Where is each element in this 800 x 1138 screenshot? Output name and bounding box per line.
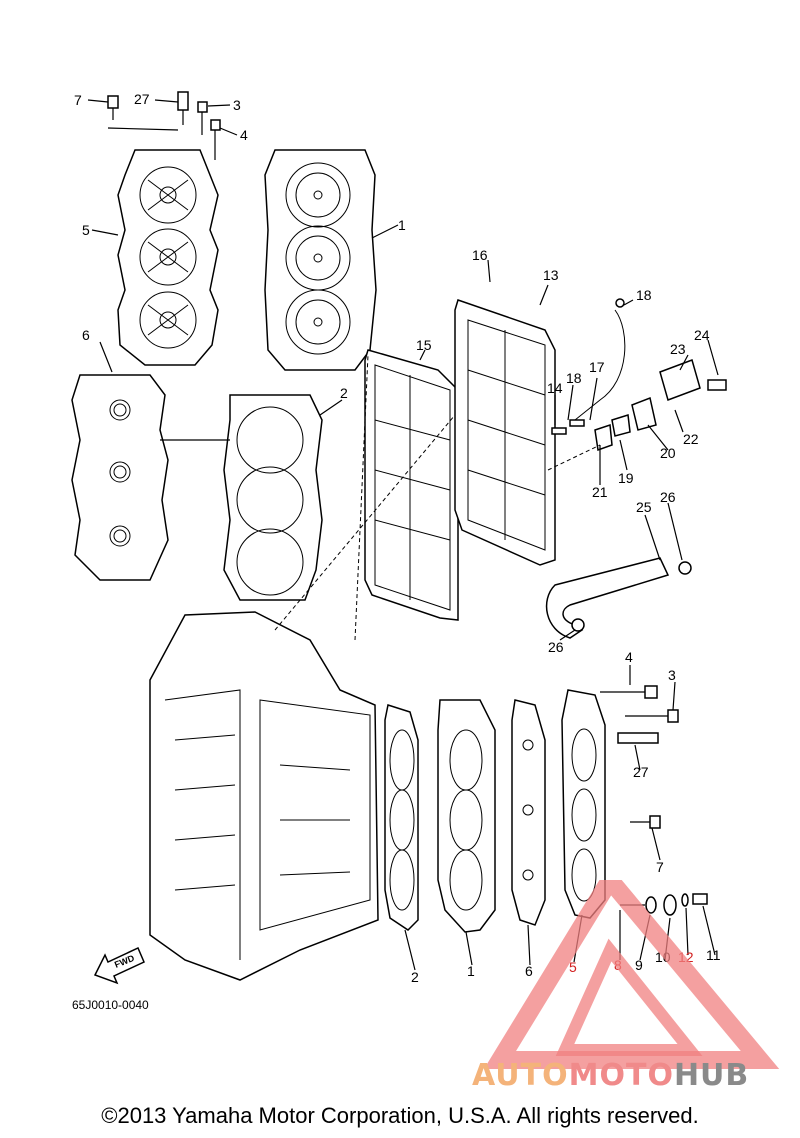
- callout-6: 6: [82, 327, 90, 343]
- watermark-part-hub: HUB: [673, 1058, 750, 1093]
- callout-5: 5: [82, 222, 90, 238]
- copyright-notice: ©2013 Yamaha Motor Corporation, U.S.A. A…: [101, 1103, 699, 1128]
- callout-25: 25: [636, 499, 652, 515]
- exhaust-cover-gasket: [364, 349, 459, 621]
- head-cover-gasket-upper: [71, 374, 169, 581]
- head-cover-gasket-lower: [511, 699, 546, 926]
- callout-19: 19: [618, 470, 634, 486]
- callout-9: 9: [635, 957, 643, 973]
- fwd-arrow-icon: FWD: [93, 946, 145, 985]
- callout-3b: 3: [668, 667, 676, 683]
- callout-7b: 7: [656, 859, 664, 875]
- callout-22: 22: [683, 431, 699, 447]
- callout-1b: 1: [467, 963, 475, 979]
- water-hose: [545, 557, 692, 639]
- bolts-top: [107, 91, 221, 160]
- watermark-text: AUTOMOTOHUB: [472, 1058, 749, 1093]
- exhaust-cover: [454, 299, 556, 566]
- callout-21: 21: [592, 484, 608, 500]
- watermark-logo: [483, 880, 780, 1069]
- callout-20: 20: [660, 445, 676, 461]
- callout-15: 15: [416, 337, 432, 353]
- callout-3: 3: [233, 97, 241, 113]
- diagram-code: 65J0010-0040: [72, 998, 149, 1012]
- callout-1: 1: [398, 217, 406, 233]
- callout-7: 7: [74, 92, 82, 108]
- callout-11: 11: [706, 947, 721, 963]
- head-gasket-lower: [384, 704, 419, 931]
- cylinder-head-upper: [264, 149, 377, 371]
- callout-6b: 6: [525, 963, 533, 979]
- callout-18: 18: [636, 287, 652, 303]
- callout-24: 24: [694, 327, 710, 343]
- callout-labels: 7 27 3 4 5 1 6 2 16 13 18 15 24 23 17 18…: [74, 91, 721, 985]
- callout-2b: 2: [411, 969, 419, 985]
- callout-14: 14: [547, 380, 563, 396]
- callout-16: 16: [472, 247, 488, 263]
- head-gasket-upper: [223, 394, 323, 601]
- callout-27: 27: [134, 91, 150, 107]
- watermark-part-moto: MOTO: [568, 1058, 674, 1093]
- callout-5b: 5: [569, 959, 577, 975]
- callout-4: 4: [240, 127, 248, 143]
- callout-27b: 27: [633, 764, 649, 780]
- callout-23: 23: [670, 341, 686, 357]
- callout-18b: 18: [566, 370, 582, 386]
- cylinder-block: [149, 611, 379, 981]
- callout-13: 13: [543, 267, 559, 283]
- cylinder-head-cover-upper: [117, 149, 219, 366]
- callout-4b: 4: [625, 649, 633, 665]
- thermostat-assembly: [551, 298, 727, 452]
- callout-26: 26: [660, 489, 676, 505]
- leader-lines: [87, 99, 719, 971]
- callout-26b: 26: [548, 639, 564, 655]
- watermark-part-auto: AUTO: [472, 1058, 569, 1093]
- cylinder-head-lower: [437, 699, 496, 933]
- callout-17: 17: [589, 359, 605, 375]
- callout-2: 2: [340, 385, 348, 401]
